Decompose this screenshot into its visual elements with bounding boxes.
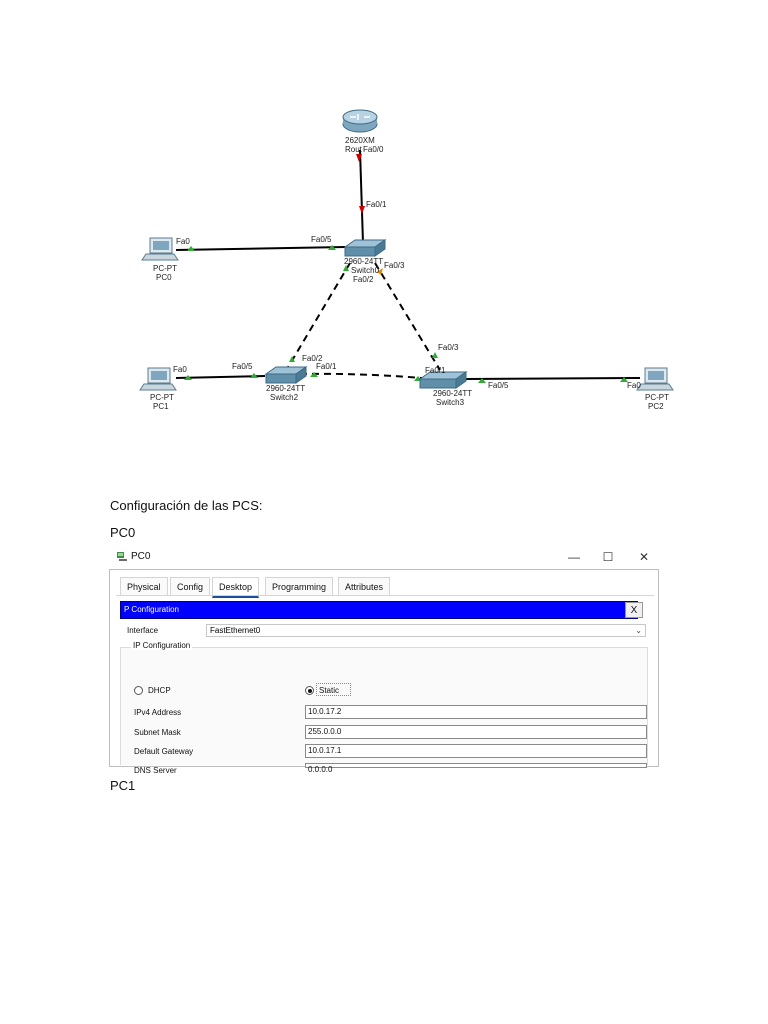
pc-app-icon	[117, 552, 127, 561]
pc0-type-label: PC-PT	[153, 264, 177, 273]
window-body: Physical Config Desktop Programming Attr…	[109, 569, 659, 775]
port-label: Fa0/1	[366, 200, 387, 209]
dns-server-label: DNS Server	[134, 766, 177, 775]
link-switch2-switch3	[299, 372, 423, 379]
link-switch0-switch3	[374, 262, 441, 371]
router-name-label: Router0	[345, 145, 374, 154]
pc0-name-label: PC0	[156, 273, 172, 282]
ip-configuration-title: P Configuration	[124, 605, 179, 614]
port-marker	[432, 352, 438, 358]
maximize-button[interactable]: ☐	[602, 550, 614, 564]
port-label: Fa0	[176, 237, 190, 246]
switch0-model-label: 2960-24TT	[344, 257, 383, 266]
static-radio[interactable]	[305, 686, 314, 695]
port-marker	[250, 373, 258, 378]
window-titlebar[interactable]: PC0 — ☐ ✕	[109, 547, 659, 569]
port-label: Fa0/3	[438, 343, 459, 352]
port-marker	[356, 154, 362, 162]
port-label: Fa0/1	[425, 366, 446, 375]
port-marker	[328, 245, 336, 250]
static-focus-outline	[316, 683, 351, 696]
interface-select-value: FastEthernet0	[210, 626, 261, 635]
link-router-switch0	[359, 149, 364, 244]
pc1-caption: PC1	[110, 778, 136, 793]
port-label: Fa0/5	[232, 362, 253, 371]
default-gateway-label: Default Gateway	[134, 747, 194, 756]
port-label: Fa0/5	[311, 235, 332, 244]
port-label: Fa0/5	[488, 381, 509, 390]
port-marker	[310, 372, 318, 377]
default-gateway-field[interactable]: 10.0.17.1	[305, 744, 647, 758]
desktop-tab-panel	[116, 595, 654, 766]
switch0-name-label: Switch0	[351, 266, 380, 275]
port-marker	[359, 206, 365, 214]
ip-configuration-titlebar: P Configuration	[120, 601, 638, 619]
tab-programming[interactable]: Programming	[265, 577, 334, 596]
port-label: Fa0/3	[384, 261, 405, 270]
port-label: Fa0/1	[316, 362, 337, 371]
switch2-model-label: 2960-24TT	[266, 384, 305, 393]
port-marker	[187, 246, 195, 251]
port-marker	[184, 375, 192, 380]
dns-server-field[interactable]: 0.0.0.0	[305, 763, 647, 774]
switch3-name-label: Switch3	[436, 398, 465, 407]
pc2-icon[interactable]	[636, 367, 674, 391]
dhcp-radio[interactable]	[134, 686, 143, 695]
link-pc1-switch2	[175, 375, 266, 379]
interface-label: Interface	[127, 626, 159, 635]
minimize-button[interactable]: —	[568, 550, 580, 564]
interface-select[interactable]: FastEthernet0 ⌄	[206, 624, 646, 637]
static-label: Static	[319, 686, 340, 695]
chevron-down-icon: ⌄	[635, 626, 642, 635]
link-pc0-switch0	[175, 246, 346, 251]
switch0-icon[interactable]	[343, 239, 387, 257]
pc0-config-window: PC0 — ☐ ✕ Physical Config Desktop Progra…	[109, 547, 659, 775]
link-switch0-switch2	[286, 262, 351, 370]
port-marker	[620, 377, 628, 382]
pc0-caption: PC0	[110, 525, 136, 540]
ip-configuration-close-button[interactable]: X	[625, 602, 643, 618]
pc1-name-label: PC1	[153, 402, 169, 411]
port-label: Fa0	[173, 365, 187, 374]
ipv4-address-field[interactable]: 10.0.17.2	[305, 705, 647, 719]
port-label: Fa0	[627, 381, 641, 390]
ipv4-address-label: IPv4 Address	[134, 708, 182, 717]
dhcp-label: DHCP	[148, 686, 171, 695]
network-topology-diagram: 2620XM Router0 Fa0/0 2960-24TT Switch0 2…	[139, 109, 674, 411]
port-marker	[478, 378, 486, 383]
subnet-mask-field[interactable]: 255.0.0.0	[305, 725, 647, 739]
ip-configuration-group-title: IP Configuration	[131, 641, 193, 650]
switch2-icon[interactable]	[264, 366, 308, 384]
router-model-label: 2620XM	[345, 136, 375, 145]
pc2-type-label: PC-PT	[645, 393, 669, 402]
port-label: Fa0/2	[302, 354, 323, 363]
pc1-icon[interactable]	[139, 367, 177, 391]
pc2-name-label: PC2	[648, 402, 664, 411]
switch2-name-label: Switch2	[270, 393, 299, 402]
section-heading: Configuración de las PCS:	[110, 498, 263, 513]
tab-config[interactable]: Config	[170, 577, 211, 596]
pc0-icon[interactable]	[141, 237, 179, 261]
tab-physical[interactable]: Physical	[120, 577, 168, 596]
link-switch3-pc2	[465, 377, 641, 380]
subnet-mask-label: Subnet Mask	[134, 728, 181, 737]
tab-attributes[interactable]: Attributes	[338, 577, 391, 596]
router-icon[interactable]	[342, 109, 378, 133]
pc1-type-label: PC-PT	[150, 393, 174, 402]
window-title: PC0	[131, 551, 151, 562]
switch3-icon[interactable]	[418, 371, 468, 389]
switch3-model-label: 2960-24TT	[433, 389, 472, 398]
port-label: Fa0/2	[353, 275, 374, 284]
port-marker	[377, 268, 383, 275]
tab-desktop[interactable]: Desktop	[212, 577, 260, 598]
port-marker	[343, 265, 349, 271]
router-port-label: Fa0/0	[363, 145, 384, 154]
port-marker	[289, 356, 295, 362]
close-button[interactable]: ✕	[638, 550, 650, 564]
